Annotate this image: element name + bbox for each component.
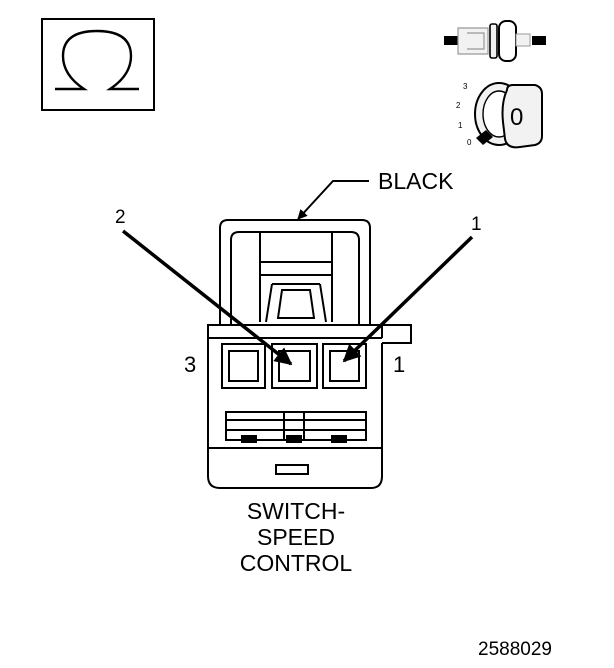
ignition-key-icon [474, 82, 543, 149]
key-position-0: 0 [467, 138, 472, 147]
key-position-3: 3 [463, 82, 468, 91]
key-state-label: 0 [510, 104, 524, 131]
component-caption: SWITCH- SPEED CONTROL [196, 498, 396, 576]
cavity-1-label: 1 [393, 352, 406, 377]
caption-line-3: CONTROL [239, 550, 353, 576]
figure-number: 2588029 [478, 639, 552, 660]
caption-line-2: SPEED [257, 524, 335, 550]
caption-line-1: SWITCH- [246, 498, 346, 524]
key-position-1: 1 [458, 121, 463, 130]
pin-leaders [121, 229, 474, 366]
key-position-2: 2 [456, 101, 461, 110]
ohm-icon [41, 18, 155, 111]
cavity-3-label: 3 [184, 352, 197, 377]
pin-1-callout: 1 [471, 214, 482, 235]
disconnected-connector-icon [444, 20, 546, 62]
color-leader [297, 180, 369, 220]
wire-color-label: BLACK [378, 168, 454, 194]
connector-body [207, 219, 412, 489]
pin-2-callout: 2 [115, 207, 126, 228]
